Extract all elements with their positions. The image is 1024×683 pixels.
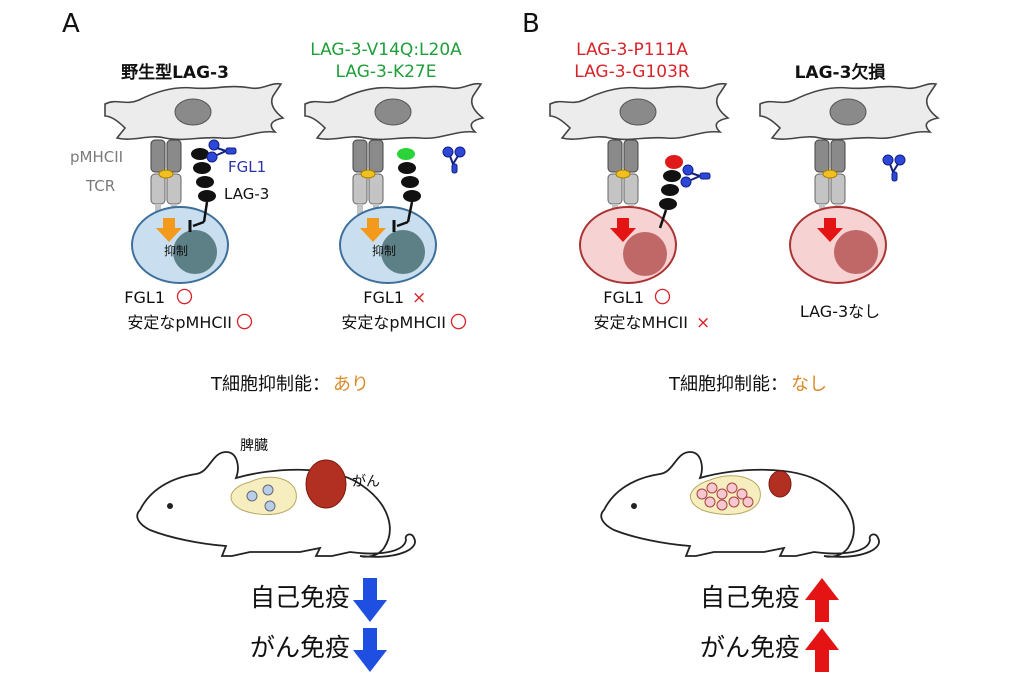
- fgl1-free-icon: [442, 146, 466, 174]
- signal-arrow-icon: [610, 218, 636, 242]
- mutant-a-title-line1: LAG-3-V14Q:L20A: [310, 40, 462, 60]
- signal-arrow-icon: [817, 218, 843, 242]
- knockout-diagram: [759, 82, 939, 284]
- mutant-a-result-stable-mark: 〇: [450, 313, 467, 333]
- mutant-b-title-line1: LAG-3-P111A: [576, 40, 688, 60]
- panel-a-autoimmunity: 自己免疫: [250, 583, 350, 612]
- mhc-tcr-icon: [607, 139, 639, 217]
- lag3-label: LAG-3: [224, 185, 269, 203]
- t-cell-nucleus-icon: [173, 230, 217, 274]
- mutant-b-result-fgl1-mark: 〇: [654, 288, 671, 308]
- fgl1-icon: [680, 164, 711, 188]
- inhibition-label: 抑制: [372, 243, 396, 258]
- wild-type-diagram: 抑制 pMHCII TCR FGL1 LAG-3: [70, 82, 284, 284]
- signal-arrow-icon: [360, 218, 386, 242]
- mutant-b-result-stable: 安定なMHCII: [594, 313, 688, 332]
- t-cell-nucleus-icon: [834, 230, 878, 274]
- wt-result-stable: 安定なpMHCII: [127, 313, 232, 332]
- down-arrow-icon: [353, 578, 387, 622]
- up-arrow-icon: [805, 628, 839, 672]
- mutant-a-result-fgl1: FGL1: [363, 288, 404, 307]
- lag3-mutant-chain-icon: [392, 148, 421, 232]
- panel-b-tumor-immunity: がん免疫: [700, 633, 800, 662]
- t-cell-nucleus-icon: [623, 232, 667, 276]
- mhc-tcr-icon: [814, 139, 846, 217]
- mouse-a-icon: [136, 451, 416, 558]
- mutant-a-diagram: 抑制: [304, 82, 484, 284]
- mutant-b-result-stable-mark: ×: [696, 313, 710, 333]
- down-arrow-icon: [353, 628, 387, 672]
- wt-result-stable-mark: 〇: [236, 313, 253, 333]
- apc-cell-icon: [304, 82, 484, 141]
- panel-b-summary-value: なし: [791, 374, 827, 395]
- mutant-a-result-stable: 安定なpMHCII: [341, 313, 446, 332]
- wild-type-title: 野生型LAG-3: [121, 62, 229, 83]
- fgl1-label: FGL1: [228, 158, 266, 176]
- apc-cell-icon: [759, 82, 939, 141]
- up-arrow-icon: [805, 578, 839, 622]
- inhibition-label: 抑制: [164, 243, 188, 258]
- tcr-label: TCR: [85, 177, 115, 195]
- mhc-tcr-icon: [150, 139, 182, 217]
- wt-result-fgl1-mark: 〇: [176, 288, 193, 308]
- lag3-mutant-chain-icon: [658, 155, 683, 229]
- wt-result-fgl1: FGL1: [124, 288, 165, 307]
- panel-b-letter: B: [522, 9, 540, 39]
- mutant-b-result-fgl1: FGL1: [603, 288, 644, 307]
- mutant-a-title-line2: LAG-3-K27E: [336, 62, 437, 82]
- knockout-result: LAG-3なし: [800, 302, 880, 321]
- pmhcii-label: pMHCII: [70, 148, 123, 166]
- mutant-b-diagram: [549, 82, 729, 284]
- t-cell-nucleus-icon: [381, 230, 425, 274]
- panel-b-summary-label: T細胞抑制能：: [668, 374, 788, 395]
- panel-a-letter: A: [62, 9, 80, 39]
- signal-arrow-icon: [156, 218, 182, 242]
- mutant-a-result-fgl1-mark: ×: [412, 288, 426, 308]
- panel-b-autoimmunity: 自己免疫: [700, 583, 800, 612]
- panel-a-summary-label: T細胞抑制能：: [210, 374, 330, 395]
- fgl1-free-icon: [882, 154, 906, 182]
- spleen-label: 脾臓: [240, 438, 268, 454]
- tumor-label: がん: [352, 474, 380, 490]
- mouse-b-icon: [600, 451, 880, 558]
- mhc-tcr-icon: [352, 139, 384, 217]
- panel-a-summary-value: あり: [333, 374, 369, 395]
- apc-cell-icon: [549, 82, 729, 141]
- mutant-b-title-line2: LAG-3-G103R: [574, 62, 690, 82]
- panel-a-tumor-immunity: がん免疫: [250, 633, 350, 662]
- lag3-chain-icon: [188, 148, 216, 232]
- knockout-title: LAG-3欠損: [795, 62, 887, 83]
- apc-cell-icon: [104, 82, 284, 141]
